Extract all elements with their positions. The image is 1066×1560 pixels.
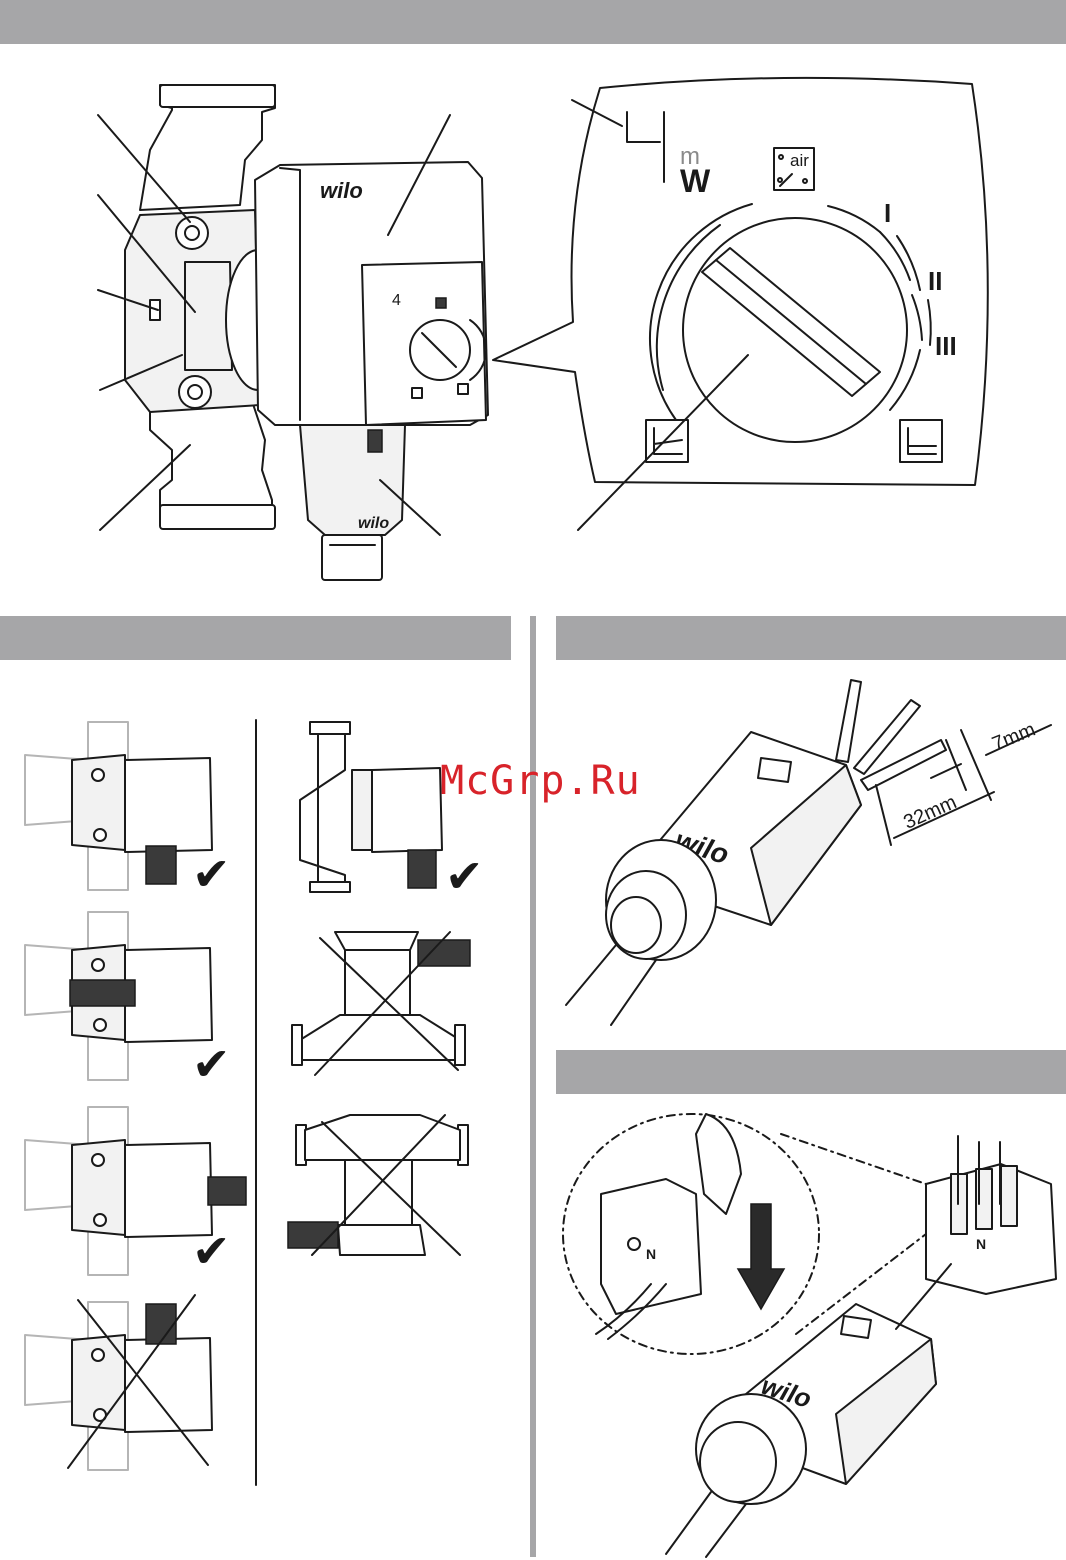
header-bar-terminal <box>556 1050 1066 1094</box>
mount-option-5: ✔ <box>300 722 484 902</box>
mount-option-2: ✔ <box>25 912 231 1090</box>
terminal-connection-illustration: N N wilo <box>556 1094 1066 1557</box>
check-mark-3: ✔ <box>192 1225 231 1277</box>
mount-option-4-wrong <box>25 1295 212 1470</box>
header-bar-mounting <box>0 616 511 660</box>
speed-label-2: II <box>928 266 942 296</box>
terminal-neutral-label-zoom: N <box>646 1246 656 1262</box>
mount-option-3: ✔ <box>25 1107 246 1277</box>
pump-overview-illustration: wilo 4 wilo m W air I II III <box>0 0 1066 600</box>
mount-option-6-wrong <box>292 932 470 1075</box>
cable-preparation-illustration: wilo 7mm 32mm <box>556 660 1066 1050</box>
speed-label-1: I <box>884 198 891 228</box>
mini-display-digit: 4 <box>392 292 401 309</box>
push-down-arrow-icon <box>738 1204 784 1309</box>
speed-label-3: III <box>935 331 957 361</box>
header-bar-cable <box>556 616 1066 660</box>
unit-watt: W <box>680 163 711 199</box>
mount-option-1: ✔ <box>25 722 231 900</box>
brand-logo-terminal-box: wilo <box>358 515 389 532</box>
mount-option-7-wrong <box>288 1115 468 1255</box>
check-mark-1: ✔ <box>192 848 231 900</box>
check-mark-2: ✔ <box>192 1038 231 1090</box>
mounting-positions-illustration: ✔ ✔ ✔ ✔ <box>0 660 510 1560</box>
air-vent-label: air <box>790 151 809 170</box>
dimension-sheath-length: 32mm <box>900 791 960 834</box>
brand-logo-head: wilo <box>320 178 363 203</box>
watermark: McGrp.Ru <box>440 758 641 804</box>
check-mark-4: ✔ <box>445 850 484 902</box>
terminal-neutral-label: N <box>976 1236 986 1252</box>
constant-pressure-icon <box>900 420 942 462</box>
dimension-strip-length: 7mm <box>989 718 1038 755</box>
